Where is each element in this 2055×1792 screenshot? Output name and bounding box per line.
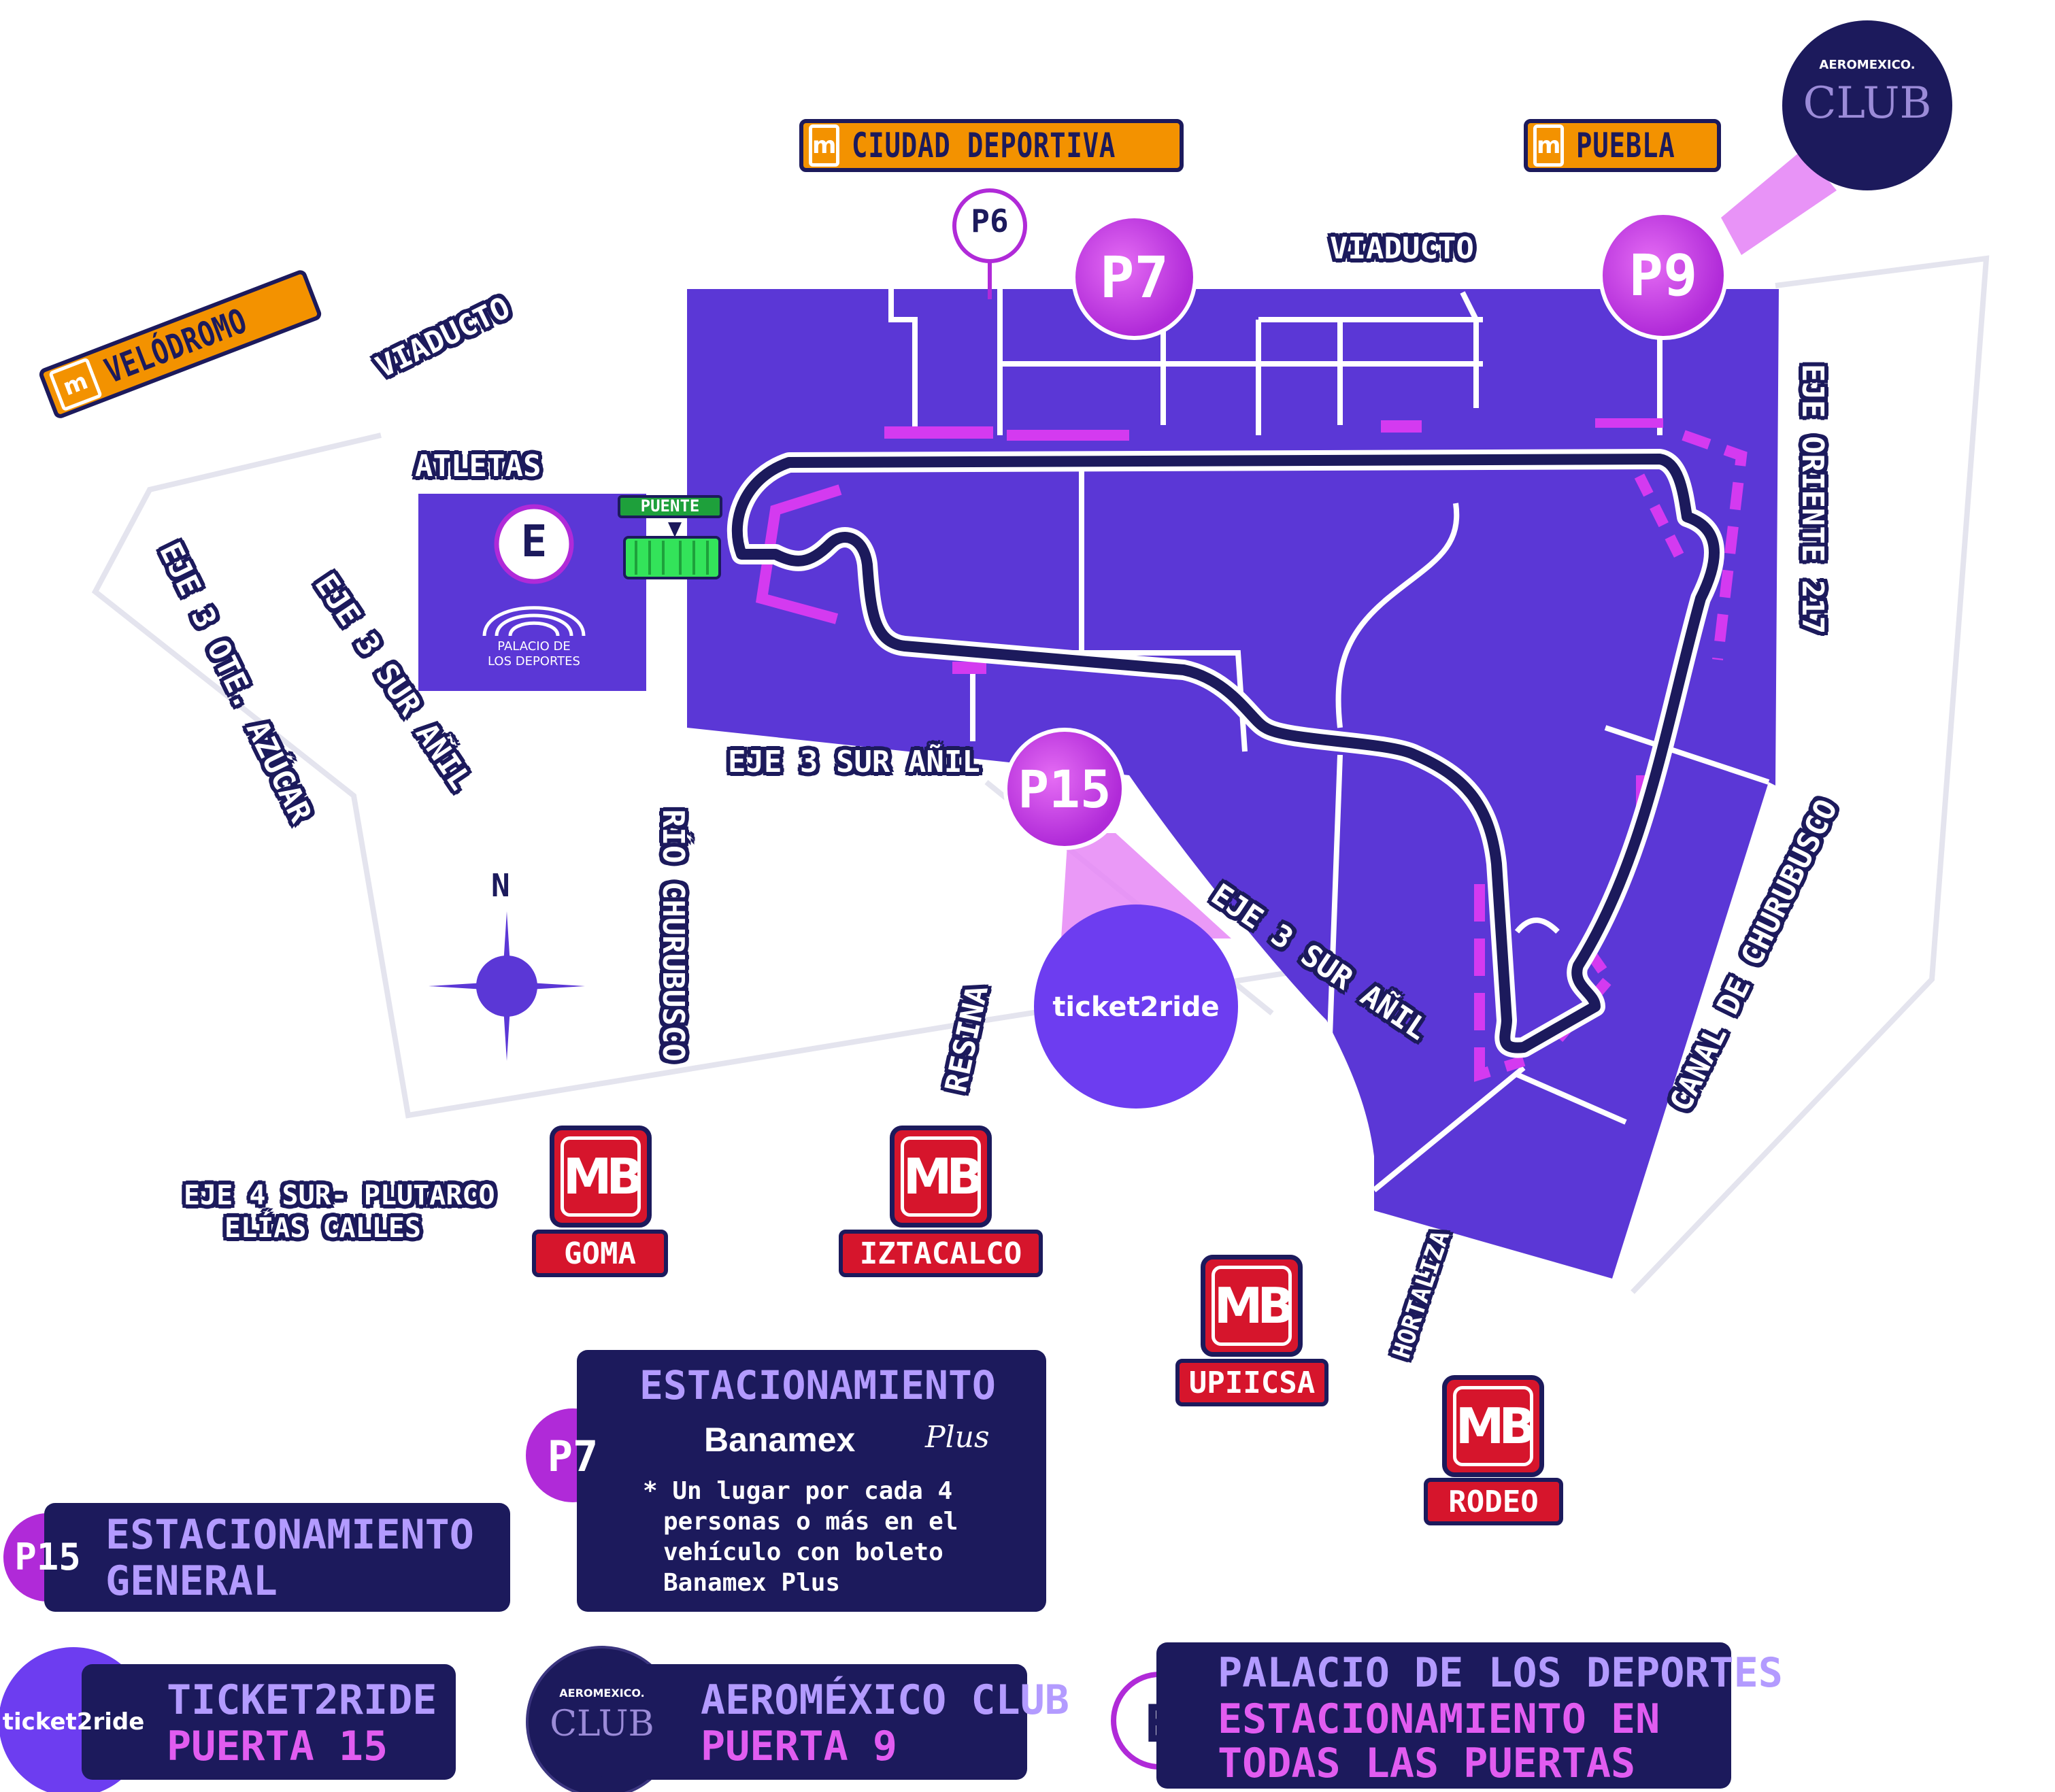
metrobus-rodeo-icon: MB [1442,1375,1544,1477]
legend-aeromexico-box [599,1664,1027,1780]
legend-p7-note-2: personas o más en el [663,1508,958,1536]
legend-p7-note-1: * Un lugar por cada 4 [643,1477,953,1505]
legend-aeromexico-line1: AEROMÉXICO CLUB [701,1676,1069,1724]
metrobus-iztacalco-icon: MB [890,1126,992,1228]
banamex-wordmark: Banamex [704,1421,856,1459]
palacio-line1: PALACIO DE [497,639,571,654]
puente-label: PUENTE [640,496,700,515]
legend-p15-line1: ESTACIONAMIENTO [105,1511,474,1559]
metrobus-goma-label: GOMA [532,1230,668,1277]
e-marker-circle [494,504,574,584]
legend-p7-box [577,1350,1046,1612]
legend-aeromexico-small: AEROMEXICO. [559,1687,645,1700]
gate-markers [884,418,1663,806]
legend-ticket2ride-box [82,1664,456,1780]
street-viaducto-top: VIADUCTO [1330,231,1474,266]
legend-p15-badge-label: P15 [14,1536,81,1578]
street-eje3-sur-anil-bottom: EJE 3 SUR AÑIL [728,745,980,779]
aeromexico-small-label: AEROMEXICO. [1819,58,1916,72]
ticket2ride-circle [1034,905,1238,1109]
metrobus-logo-icon: MB [561,1136,644,1217]
legend-aeromexico-club-logo: CLUB [550,1704,654,1744]
puente-label-bg [618,495,722,518]
banamex-plus-wordmark: Plus [925,1420,990,1455]
legend-ticket2ride-line1: TICKET2RIDE [167,1676,437,1724]
p9-marker: P9 [1599,211,1728,340]
legend-p7-note-4: Banamex Plus [663,1569,841,1597]
metrobus-upiicsa-label: UPIICSA [1175,1359,1329,1406]
p9-callout-cone [1721,150,1837,255]
street-eje4-line2: ELÍAS CALLES [224,1213,421,1244]
metrobus-upiicsa-icon: MB [1201,1255,1303,1357]
metro-ciudad-deportiva: m CIUDAD DEPORTIVA [799,119,1184,172]
club-logo: CLUB [1803,78,1932,129]
legend-ticket2ride-line2: PUERTA 15 [167,1723,388,1770]
p6-marker: P6 [971,203,1009,239]
metrobus-logo-icon: MB [1453,1386,1536,1466]
street-atletas: ATLETAS [415,449,541,484]
north-label: N [491,867,510,904]
legend-p15-box [44,1503,510,1612]
legend-e-line2: ESTACIONAMIENTO EN [1218,1695,1660,1743]
legend-p15-line2: GENERAL [105,1557,278,1605]
metrobus-iztacalco-label: IZTACALCO [839,1230,1043,1277]
p15-marker: P15 [1003,728,1126,850]
legend-ticket2ride-logo: ticket2ride [2,1708,145,1736]
compass-icon [429,911,585,1061]
metro-logo-icon: m [1533,124,1565,167]
legend-e-box [1156,1642,1731,1789]
metro-logo-icon: m [809,124,840,167]
palacio-line2: LOS DEPORTES [488,654,580,669]
legend-p7-badge-label: P7 [547,1432,599,1481]
metro-logo-icon: m [48,357,103,412]
street-eje4-line1: EJE 4 SUR- PLUTARCO [184,1180,495,1211]
p7-marker: P7 [1071,214,1197,340]
metrobus-logo-icon: MB [901,1136,984,1217]
metro-label: PUEBLA [1576,126,1676,165]
legend-e-badge-label: E [1144,1693,1175,1754]
legend-e-line1: PALACIO DE LOS DEPORTES [1218,1649,1783,1697]
puente-bridge-icon [623,536,721,579]
race-track [731,454,1720,1053]
metro-puebla: m PUEBLA [1524,119,1721,172]
metrobus-rodeo-label: RODEO [1424,1478,1563,1525]
metrobus-goma-icon: MB [550,1126,652,1228]
metro-label: CIUDAD DEPORTIVA [852,126,1116,165]
palacio-dome-icon [482,606,586,637]
e-marker: E [520,517,548,567]
street-eje-oriente-217: EJE ORIENTE 217 [1795,364,1830,635]
puente-pointer-icon [668,522,682,537]
legend-e-line3: TODAS LAS PUERTAS [1218,1740,1636,1787]
legend-p7-note-3: vehículo con boleto [663,1538,943,1566]
legend-p7-title: ESTACIONAMIENTO [639,1362,996,1408]
venue-grounds [687,289,1779,1279]
aeromexico-club-circle [1782,20,1952,190]
metrobus-logo-icon: MB [1212,1266,1294,1346]
puente-stripes [635,541,709,575]
ticket2ride-logo: ticket2ride [1052,992,1220,1023]
street-rio-churubusco: RÍO CHURUBUSCO [656,809,690,1062]
legend-aeromexico-line2: PUERTA 9 [701,1723,897,1770]
